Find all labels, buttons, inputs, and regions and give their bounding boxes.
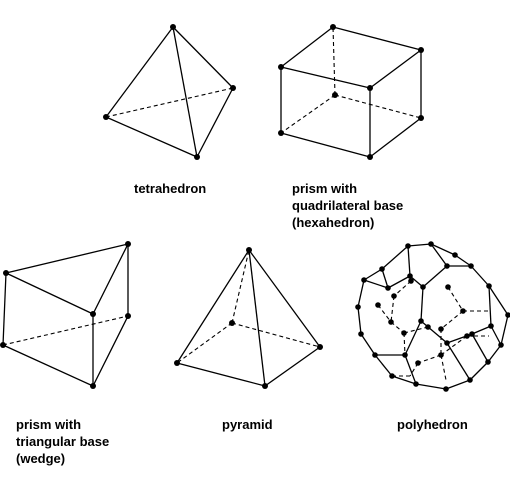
wedge-label-line-2: triangular base <box>16 434 110 449</box>
polyhedron-label: polyhedron <box>397 416 468 433</box>
pyramid-shape <box>174 247 323 389</box>
polyhedron-label-text: polyhedron <box>397 417 468 432</box>
pyramid-label-text: pyramid <box>222 417 273 432</box>
pyramid-label: pyramid <box>222 416 273 433</box>
hexahedron-label: prism with quadrilateral base (hexahedro… <box>292 180 403 231</box>
tetrahedron-shape <box>103 24 236 160</box>
wedge-shape <box>0 241 131 389</box>
polyhedron-shape <box>355 241 510 392</box>
hexahedron-shape <box>278 24 424 160</box>
tetrahedron-label-text: tetrahedron <box>134 181 207 196</box>
wedge-label: prism with triangular base (wedge) <box>16 416 109 467</box>
hexahedron-label-line-1: prism with <box>292 181 358 196</box>
hexahedron-label-line-3: (hexahedron) <box>292 215 375 230</box>
hexahedron-label-line-2: quadrilateral base <box>292 198 404 213</box>
wedge-label-line-1: prism with <box>16 417 82 432</box>
wedge-label-line-3: (wedge) <box>16 451 66 466</box>
tetrahedron-label: tetrahedron <box>134 180 206 197</box>
